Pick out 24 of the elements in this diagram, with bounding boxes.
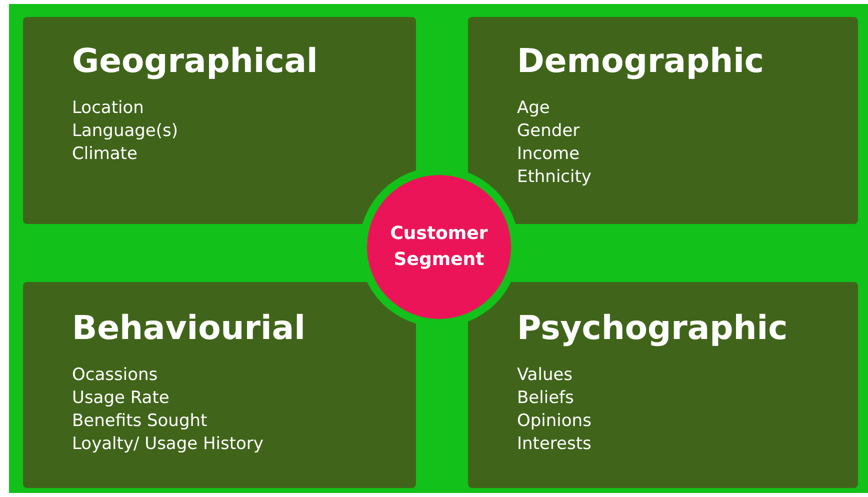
attribute-item: Climate [72,143,138,166]
attribute-item: Loyalty/ Usage History [72,433,264,456]
attribute-item: Interests [517,433,592,456]
attribute-item: Ethnicity [517,166,592,189]
attribute-item: Opinions [517,410,592,433]
attribute-item: Benefits Sought [72,410,208,433]
category-box [23,282,416,488]
attribute-item: Ocassions [72,364,159,387]
attribute-item: Age [517,97,551,120]
attribute-item: Gender [517,120,581,143]
category-box [23,17,416,224]
attribute-item: Usage Rate [72,387,170,410]
attribute-item: Language(s) [72,120,180,143]
category-box [468,17,858,224]
attribute-item: Income [517,143,581,166]
category-heading: Demographic [517,40,765,82]
attribute-item: Beliefs [517,387,575,410]
category-box [468,282,858,488]
category-heading: Behaviourial [72,307,306,349]
attribute-item: Location [72,97,145,120]
circle-label: Customer Segment [389,222,489,272]
attribute-item: Values [517,364,574,387]
category-heading: Geographical [72,40,319,82]
category-heading: Psychographic [517,307,789,349]
